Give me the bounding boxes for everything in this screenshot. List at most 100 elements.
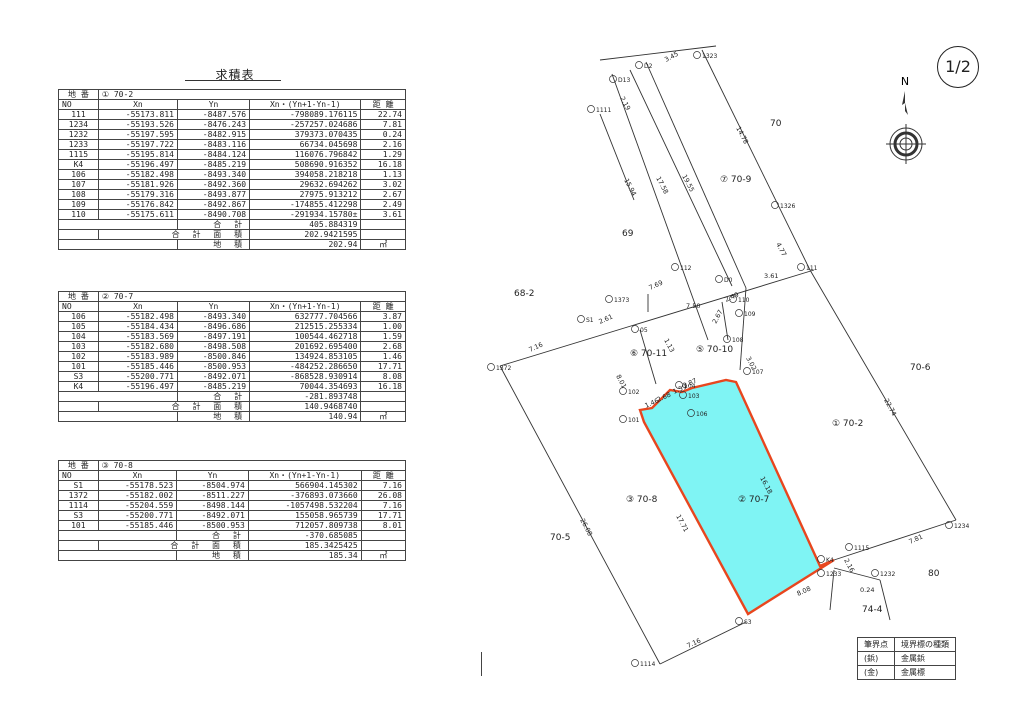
calc-value: -484252.286650 [249,361,362,372]
point-no: 110 [58,209,99,220]
yn-value: -8485.219 [176,159,251,170]
point-label: 104 [684,383,696,390]
boundary-marker-icon [723,335,731,343]
boundary-marker-icon [631,325,639,333]
parcel-70-7-highlight[interactable] [638,378,835,616]
lot-label: ⑥ 70-11 [630,349,667,359]
xn-value: -55197.595 [97,129,178,140]
point-label: 1114 [640,661,655,668]
yn-value: -8511.227 [176,490,249,501]
point-no: 106 [58,311,99,322]
lot-label: ① 70-2 [832,419,863,429]
lot-label: 地 番 [58,89,99,100]
yn-value: -8500.953 [176,361,251,372]
point-no: 1232 [58,129,99,140]
boundary-marker-icon [735,617,743,625]
xn-value: -55195.814 [97,149,178,160]
legend-mark: (鋲) [857,651,895,666]
dist-value: 7.16 [360,480,407,491]
xn-value: -55196.497 [97,381,178,392]
calc-value: -257257.024686 [249,119,362,130]
point-no: 103 [58,341,99,352]
dist-value: 1.00 [360,321,406,332]
dimension-label: 2.67 [711,308,725,325]
boundary-marker-icon [817,555,825,563]
sum-row: 合 計-281.893748 [58,391,406,402]
xn-value: -55179.316 [97,189,178,200]
yn-value: -8490.708 [176,209,251,220]
point-label: 111 [806,265,818,272]
area-value: 140.9468740 [249,401,362,412]
blank [58,411,178,422]
xn-value: -55184.434 [97,321,178,332]
col-dist: 距 離 [360,470,407,481]
point-label: 1373 [614,297,629,304]
dist-value: 0.24 [360,129,406,140]
col-xn: Xn [97,470,178,481]
col-calc: Xn・(Yn+1-Yn-1) [249,99,362,110]
unit: ㎡ [360,239,406,250]
dist-value: 26.08 [360,490,407,501]
point-label: D2 [644,63,653,70]
boundary-marker-icon [729,295,737,303]
legend-header-type: 境界標の種類 [894,637,956,652]
boundary-marker-icon [635,61,643,69]
boundary-marker-icon [817,569,825,577]
dimension-label: 8.08 [796,585,812,598]
svg-text:N: N [901,75,909,88]
lot-label: ⑤ 70-10 [696,345,733,355]
dist-value: 3.61 [360,209,406,220]
point-no: 1234 [58,119,99,130]
unit: ㎡ [360,550,407,561]
point-label: 1326 [780,203,795,210]
point-label: S1 [586,317,594,324]
dimension-label: 0.24 [860,586,874,594]
calc-value: -376893.073660 [247,490,362,501]
dimension-label: 7.69 [648,279,664,292]
dimension-label: 2.16 [842,557,856,574]
dist-value: 2.68 [360,341,406,352]
dist-value: 2.67 [360,189,406,200]
blank [57,530,178,541]
boundary-marker-icon [675,381,683,389]
point-no: K4 [58,381,99,392]
blank [58,391,178,402]
col-no: NO [58,301,99,312]
boundary-marker-icon [619,415,627,423]
point-no: 101 [58,361,99,372]
dimension-label: 7.50 [686,302,700,310]
dist-value: 7.81 [360,119,406,130]
col-yn: Yn [176,301,251,312]
col-calc: Xn・(Yn+1-Yn-1) [249,301,362,312]
calc-value: 70044.354693 [249,381,362,392]
xn-value: -55176.842 [97,199,178,210]
dist-value: 8.08 [360,371,406,382]
north-arrow-icon: N [901,75,909,115]
point-no: K4 [58,159,99,170]
boundary-lines [499,45,957,665]
yn-value: -8493.877 [176,189,251,200]
col-no: NO [58,470,99,481]
yn-value: -8498.508 [176,341,251,352]
point-label: D0 [724,277,733,284]
point-label: 112 [680,265,692,272]
point-label: D13 [618,77,630,84]
lot-label: 74-4 [862,605,883,615]
margin-line [481,652,482,676]
boundary-marker-icon [687,409,695,417]
blank [58,401,99,412]
point-label: 108 [732,337,744,344]
parcel-id: ③ 70-8 [97,460,407,471]
